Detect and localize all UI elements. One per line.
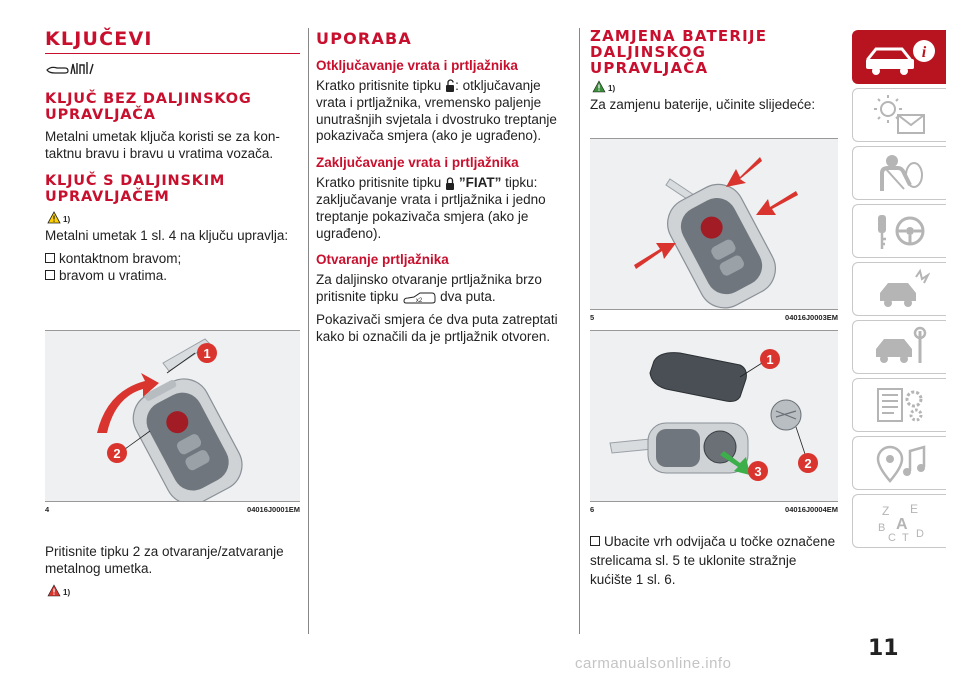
bullet-item: bravom u vratima.: [45, 267, 300, 284]
tab-emergency[interactable]: [852, 262, 946, 316]
warning-triangle-icon: [47, 210, 61, 223]
checkbox-bullet-icon: [45, 270, 55, 281]
location-music-icon: [876, 445, 925, 483]
heading-lock: Zaključavanje vrata i prtljažnika: [316, 155, 519, 171]
warning-reference: 1): [47, 584, 300, 597]
svg-text:2: 2: [113, 446, 120, 461]
seatbelt-airbag-icon: [879, 155, 923, 191]
tab-technical-data[interactable]: [852, 378, 946, 432]
column-usage: UPORABA Otključavanje vrata i prtljažnik…: [316, 28, 571, 352]
figure-6-battery-parts: 1 2 3: [590, 329, 838, 502]
svg-text:E: E: [910, 502, 918, 516]
svg-text:1: 1: [766, 352, 773, 367]
heading-key-without-remote: KLJUČ BEZ DALJINSKOG UPRAVLJAČA: [45, 91, 252, 123]
turn-signals-text: Pokazivači smjera će dva puta zatreptati…: [316, 311, 558, 344]
svg-text:x2: x2: [416, 298, 423, 304]
svg-text:A: A: [896, 516, 908, 533]
unlock-text: Kratko pritisnite tipku : otključavanje …: [316, 78, 557, 144]
release-button-text: Pritisnite tipku 2 za otvaranje/zatvaran…: [45, 544, 284, 577]
document-gears-icon: [876, 388, 922, 422]
svg-text:1: 1: [203, 346, 210, 361]
hand-pointer-icon: [45, 60, 300, 81]
column-divider: [579, 28, 580, 634]
warning-reference: 1): [47, 210, 300, 224]
tab-maintenance[interactable]: [852, 320, 946, 374]
bullet-item: kontaktnom bravom;: [45, 250, 300, 267]
checkbox-bullet-icon: [45, 253, 55, 264]
watermark: carmanualsonline.info: [575, 655, 732, 672]
figure-6-caption: 6 04016J0004EM: [590, 504, 838, 514]
title-underline: [45, 53, 300, 54]
figure-5-fob-arrows: [590, 137, 838, 310]
figure-5-caption: 5 04016J0003EM: [590, 312, 838, 322]
trunk-open-x2-icon: x2: [403, 292, 436, 304]
svg-text:3: 3: [754, 464, 761, 479]
svg-text:B: B: [878, 522, 885, 534]
battery-intro-text: Za zamjenu baterije, učinite slijedeće:: [590, 97, 816, 112]
open-trunk-text: Za daljinsko otvaranje prtljažnika brzo …: [316, 272, 542, 305]
heading-open-trunk: Otvaranje prtljažnika: [316, 252, 449, 268]
tab-multimedia[interactable]: [852, 436, 946, 490]
svg-text:Z: Z: [882, 504, 889, 518]
car-crash-icon: [879, 268, 930, 307]
key-steering-wheel-icon: [877, 215, 924, 249]
battery-step-text: Ubacite vrh odvijača u točke označene st…: [590, 533, 836, 587]
checkbox-bullet-icon: [590, 535, 600, 546]
figure-4-key-illustration: 1 2: [45, 330, 300, 506]
section-title-keys: KLJUČEVI: [45, 28, 153, 50]
column-keys: KLJUČEVI KLJUČ BEZ DALJINSKOG UPRAVLJAČA…: [45, 28, 300, 601]
tab-getting-to-know-car[interactable]: i: [852, 30, 946, 84]
tab-starting-driving[interactable]: [852, 204, 946, 258]
column-battery: ZAMJENA BATERIJE DALJINSKOG UPRAVLJAČA 1…: [590, 28, 838, 595]
key-with-remote-text: Metalni umetak 1 sl. 4 na ključu upravlj…: [45, 227, 289, 243]
heading-key-with-remote: KLJUČ S DALJINSKIM UPRAVLJAČEM: [45, 172, 226, 205]
svg-text:C: C: [888, 532, 896, 543]
car-info-icon: i: [865, 40, 935, 75]
unlock-padlock-icon: [446, 79, 455, 93]
svg-text:T: T: [902, 532, 909, 543]
svg-text:D: D: [916, 528, 924, 540]
section-title-battery: ZAMJENA BATERIJE DALJINSKOG UPRAVLJAČA: [590, 27, 768, 77]
car-wrench-icon: [875, 326, 926, 363]
warning-reference: 1): [592, 80, 838, 93]
column-divider: [308, 28, 309, 634]
page-number: 11: [868, 636, 899, 661]
key-without-remote-text: Metalni umetak ključa koristi se za kon-…: [45, 129, 280, 161]
tab-index[interactable]: Z E B A C T D: [852, 494, 946, 548]
alphabet-index-icon: Z E B A C T D: [878, 502, 924, 543]
lock-text: Kratko pritisnite tipku ”FIAT” tipku: za…: [316, 175, 546, 241]
warning-triangle-icon: [47, 584, 61, 597]
chapter-tabs: i: [852, 30, 946, 552]
heading-unlock: Otključavanje vrata i prtljažnika: [316, 58, 518, 73]
lock-padlock-icon: [446, 176, 455, 190]
section-title-usage: UPORABA: [316, 29, 413, 48]
warning-light-envelope-icon: [873, 95, 925, 134]
svg-text:2: 2: [804, 456, 811, 471]
figure-4-caption: 4 04016J0001EM: [45, 505, 300, 515]
svg-text:i: i: [921, 44, 926, 61]
tab-safety[interactable]: [852, 146, 946, 200]
warning-triangle-icon: [592, 80, 606, 93]
tab-dashboard-lights[interactable]: [852, 88, 946, 142]
